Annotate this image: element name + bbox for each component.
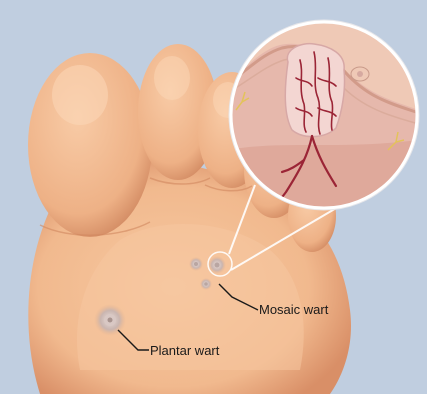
mosaic-wart-label: Mosaic wart (259, 303, 328, 316)
magnified-inset (229, 20, 419, 212)
plantar-wart (94, 304, 126, 336)
plantar-wart-label: Plantar wart (150, 344, 219, 357)
